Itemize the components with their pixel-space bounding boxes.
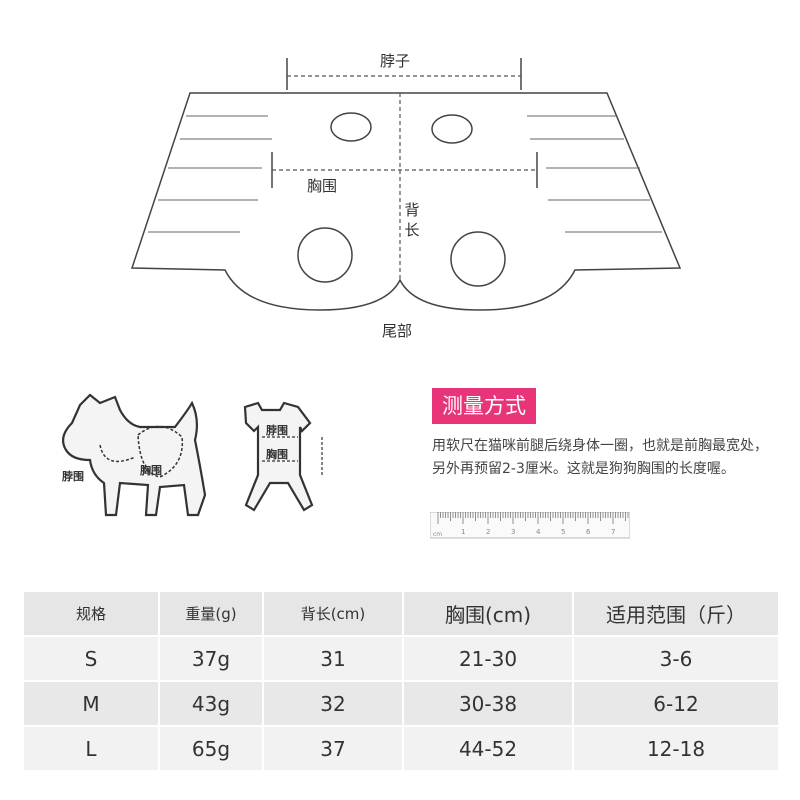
garment-neck-label: 脖围	[266, 424, 288, 437]
leg-hole	[431, 114, 473, 144]
ruler-number: 7	[611, 528, 615, 536]
table-row: L 65g 37 44-52 12-18	[22, 725, 780, 772]
table-row: S 37g 31 21-30 3-6	[22, 635, 780, 682]
header-weight: 重量(g)	[158, 590, 264, 637]
header-size: 规格	[22, 590, 160, 637]
method-description: 用软尺在猫咪前腿后绕身体一圈，也就是前胸最宽处，另外再预留2-3厘米。这就是狗狗…	[432, 438, 768, 477]
garment-chest-label: 胸围	[266, 448, 288, 461]
ruler-icon: cm 1 2 3 4 5 6 7	[430, 512, 630, 539]
pattern-outline	[130, 58, 682, 311]
tail-label: 尾部	[382, 322, 413, 340]
leg-hole	[330, 112, 372, 142]
back-length-label: 背 长	[404, 201, 420, 239]
table-header-row: 规格 重量(g) 背长(cm) 胸围(cm) 适用范围（斤）	[22, 590, 780, 637]
ruler-number: 1	[461, 528, 465, 536]
header-back-length: 背长(cm)	[262, 590, 404, 637]
garment-shape	[130, 92, 682, 311]
ruler-unit: cm	[433, 531, 442, 538]
neck-label: 脖子	[380, 52, 411, 70]
table-row: M 43g 32 30-38 6-12	[22, 680, 780, 727]
pattern-diagram: 脖子 胸围 背 长 尾部	[0, 0, 800, 362]
leg-hole	[297, 227, 353, 283]
dog-illustration	[61, 393, 323, 517]
garment-outline	[243, 401, 314, 512]
ruler-number: 3	[511, 528, 515, 536]
ruler-number: 6	[586, 528, 591, 536]
size-table: 规格 重量(g) 背长(cm) 胸围(cm) 适用范围（斤） S 37g 31 …	[22, 590, 780, 772]
dog-chest-label: 胸围	[140, 464, 162, 477]
ruler-number: 5	[561, 528, 565, 536]
dog-neck-label: 脖围	[62, 470, 84, 483]
chest-label: 胸围	[307, 177, 338, 195]
method-title: 测量方式	[432, 388, 536, 424]
leg-hole	[450, 231, 506, 287]
header-range: 适用范围（斤）	[572, 590, 780, 637]
ruler-number: 2	[486, 528, 490, 536]
ruler-number: 4	[536, 528, 541, 536]
header-chest: 胸围(cm)	[402, 590, 574, 637]
measurement-illustration: 脖围 胸围 脖围 胸围	[0, 365, 800, 585]
dog-outline	[61, 393, 207, 517]
